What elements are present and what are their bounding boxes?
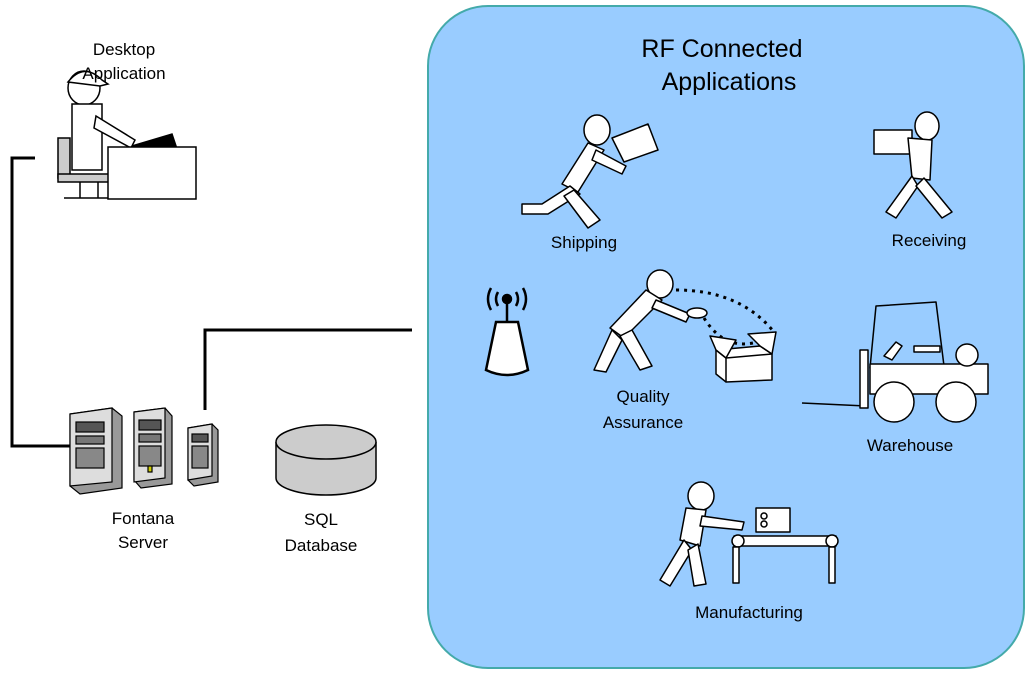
qa-label-line2: Assurance <box>603 413 683 432</box>
quality-inspector-icon <box>593 269 777 383</box>
sql-label-line2: Database <box>285 536 358 555</box>
rf-title-line2: Applications <box>662 68 797 96</box>
desktop-label-line1: Desktop <box>93 40 155 59</box>
server-tower-1 <box>69 407 123 495</box>
manufacturing-label: Manufacturing <box>695 603 803 622</box>
wireless-access-point-icon <box>484 287 530 377</box>
receiving-label: Receiving <box>892 231 967 250</box>
shipping-label: Shipping <box>551 233 617 252</box>
server-tower-3 <box>187 423 219 487</box>
server-to-rf-line <box>203 328 412 410</box>
connection-lines <box>10 156 412 448</box>
assembly-worker-icon <box>659 481 839 587</box>
server-label-line1: Fontana <box>112 509 175 528</box>
server-tower-2 <box>133 407 173 489</box>
qa-label-line1: Quality <box>617 387 670 406</box>
shipping-worker-icon <box>521 114 659 229</box>
receiving-worker-icon <box>873 111 953 219</box>
desktop-to-server-line <box>10 156 70 448</box>
desktop-label-line2: Application <box>82 64 165 83</box>
rf-title-line1: RF Connected <box>641 35 802 63</box>
forklift-icon <box>801 301 989 423</box>
server-label-line2: Server <box>118 533 168 552</box>
server-tower-icon <box>69 407 219 495</box>
warehouse-label: Warehouse <box>867 436 953 455</box>
database-cylinder-icon <box>275 424 377 496</box>
desktop-user-icon <box>57 70 197 200</box>
sql-label-line1: SQL <box>304 510 338 529</box>
